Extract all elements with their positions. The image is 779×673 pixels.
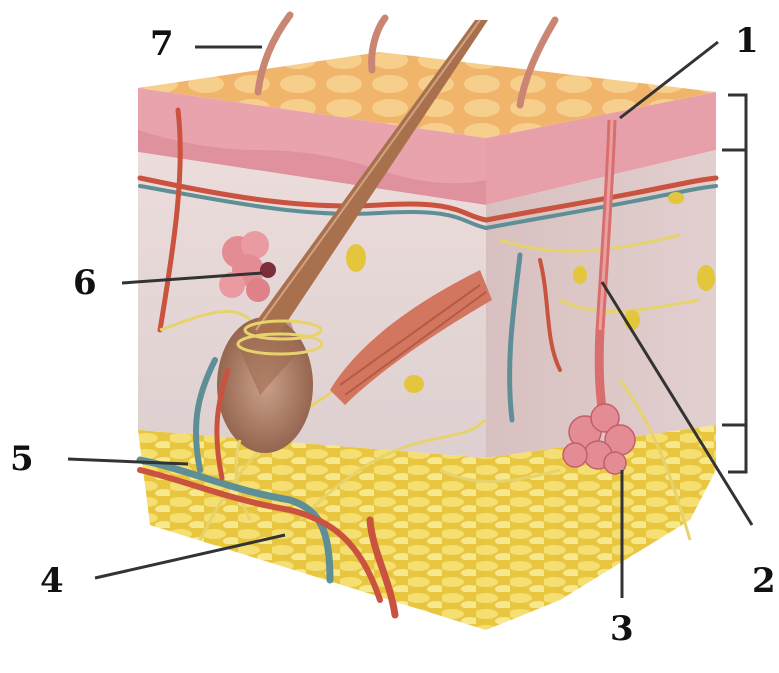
label-3: 3: [610, 609, 634, 649]
label-6: 6: [73, 263, 97, 303]
hypodermis-front: [138, 430, 486, 630]
label-4: 4: [40, 561, 64, 601]
label-2: 2: [752, 561, 776, 601]
label-7: 7: [150, 24, 174, 64]
label-5: 5: [10, 439, 34, 479]
front-face: [138, 88, 486, 630]
label-1: 1: [735, 21, 759, 61]
layer-bracket: [722, 95, 746, 472]
